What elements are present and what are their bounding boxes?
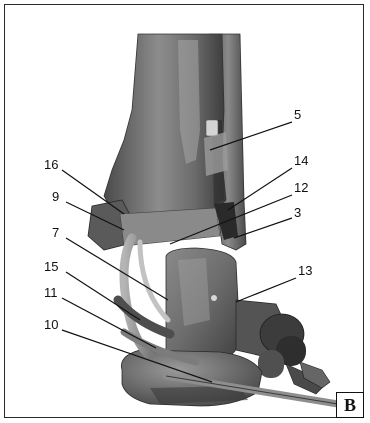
callout-13: 13 <box>298 264 312 277</box>
leader-line-7 <box>66 238 168 300</box>
callout-12: 12 <box>294 181 308 194</box>
callout-15: 15 <box>44 260 58 273</box>
talus-dot <box>211 295 217 301</box>
anterior-tibiofibular-band <box>204 132 228 176</box>
callout-10: 10 <box>44 318 58 331</box>
callout-16: 16 <box>44 158 58 171</box>
callout-3: 3 <box>294 206 301 219</box>
ligament-tab <box>206 120 218 136</box>
medial-ligament-short <box>140 242 168 320</box>
leader-line-13 <box>236 278 296 302</box>
panel-label: B <box>336 392 364 418</box>
callout-14: 14 <box>294 154 308 167</box>
callout-11: 11 <box>44 286 58 299</box>
callout-9: 9 <box>52 190 59 203</box>
callout-5: 5 <box>294 108 301 121</box>
callout-7: 7 <box>52 226 59 239</box>
